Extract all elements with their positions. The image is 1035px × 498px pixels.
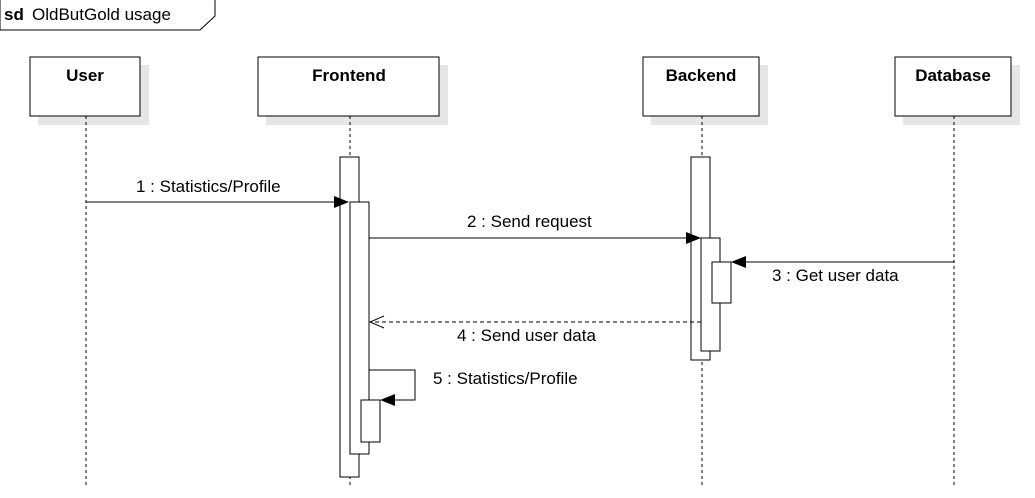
message-3-arrowhead	[731, 256, 746, 268]
message-2: 2 : Send request	[369, 212, 701, 244]
lifeline-database: Database	[894, 56, 1020, 486]
backend-activation-nested	[711, 261, 732, 304]
lifeline-user-box	[29, 56, 141, 117]
lifeline-database-label: Database	[915, 66, 991, 85]
message-1-label: 1 : Statistics/Profile	[136, 177, 281, 196]
message-5: 5 : Statistics/Profile	[369, 369, 578, 406]
frame-title: OldButGold usage	[32, 5, 171, 24]
frame-keyword: sd	[4, 5, 24, 24]
message-2-label: 2 : Send request	[467, 212, 592, 231]
lifeline-backend-label: Backend	[666, 66, 737, 85]
message-4-arrowhead	[368, 315, 385, 329]
lifeline-user-label: User	[66, 66, 104, 85]
frontend-activation-self	[360, 399, 381, 443]
message-2-arrowhead	[686, 232, 701, 244]
message-5-line	[369, 369, 416, 401]
message-3-label: 3 : Get user data	[772, 266, 899, 285]
lifeline-database-box	[894, 56, 1012, 117]
lifeline-user: User	[29, 56, 149, 486]
message-1: 1 : Statistics/Profile	[86, 177, 349, 208]
message-4: 4 : Send user data	[368, 315, 701, 345]
frontend-activation-inner	[349, 201, 370, 455]
message-1-arrowhead	[334, 196, 349, 208]
lifeline-frontend: Frontend	[257, 56, 448, 486]
message-3: 3 : Get user data	[731, 256, 954, 285]
message-5-label: 5 : Statistics/Profile	[433, 369, 578, 388]
message-4-label: 4 : Send user data	[457, 326, 596, 345]
lifeline-backend: Backend	[642, 56, 768, 486]
frame-tab	[0, 0, 216, 31]
message-5-arrowhead	[380, 394, 395, 406]
lifeline-frontend-label: Frontend	[312, 66, 386, 85]
lifeline-frontend-box	[257, 56, 440, 117]
lifeline-backend-box	[642, 56, 760, 117]
